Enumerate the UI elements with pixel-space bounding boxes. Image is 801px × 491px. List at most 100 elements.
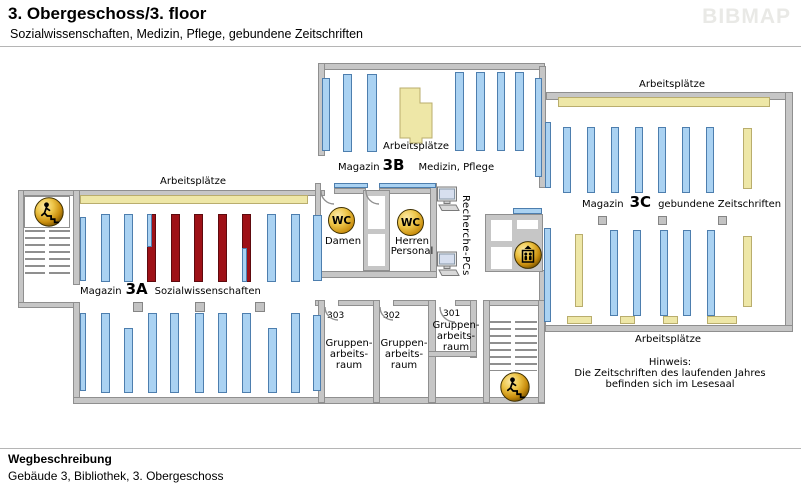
bookshelf <box>242 313 251 393</box>
bookshelf <box>195 313 204 393</box>
room-number-302: 302 <box>383 311 401 321</box>
wall <box>545 325 793 332</box>
hinweis-line: Die Zeitschriften des laufenden Jahres <box>574 368 766 379</box>
area-name-3b: Medizin, Pflege <box>418 162 495 173</box>
area-code-3c: 3C <box>629 193 652 211</box>
bookshelf <box>683 230 691 316</box>
pillar <box>195 302 205 312</box>
wall <box>785 92 793 332</box>
pillar <box>255 302 265 312</box>
bookshelf <box>101 214 110 282</box>
bookshelf <box>242 248 247 282</box>
bookshelf <box>706 127 714 193</box>
wc-herren-label: Herren <box>395 236 429 247</box>
header-divider <box>0 46 801 47</box>
bookshelf <box>379 183 436 188</box>
pillar <box>598 216 607 225</box>
arbeitsplaetze-label-3b: Arbeitsplätze <box>383 141 449 152</box>
magazin-label: Magazin <box>338 162 380 173</box>
footer-divider <box>0 448 801 449</box>
room-name-302: Gruppen- arbeits- raum <box>378 338 430 371</box>
stair-treads <box>49 230 70 279</box>
area-name-3c: gebundene Zeitschriften <box>658 199 782 210</box>
bookshelf <box>313 215 322 281</box>
bibmap-logo: BIBMAP <box>702 5 791 28</box>
elevator-shaft <box>491 247 512 269</box>
wall <box>73 397 545 404</box>
room-number-301: 301 <box>443 309 461 319</box>
computer-icon <box>437 251 460 276</box>
wall <box>18 302 80 308</box>
room-name-line: Gruppen- <box>380 338 428 349</box>
desk-shelf <box>743 236 752 307</box>
room-name-line: Gruppen- <box>432 320 480 331</box>
bookshelf <box>267 214 276 282</box>
bookshelf <box>322 78 330 151</box>
elevator-icon <box>514 241 542 269</box>
recherche-pcs-label: Recherche-PCs <box>460 195 471 276</box>
bookshelf <box>124 214 133 282</box>
desk-shelf <box>575 234 583 307</box>
closet-shelf <box>368 196 385 229</box>
wall <box>373 300 380 403</box>
hinweis-note: Hinweis: Die Zeitschriften des laufenden… <box>570 357 770 390</box>
area-name-3a: Sozialwissenschaften <box>154 286 261 297</box>
bookshelf <box>101 313 110 393</box>
bookshelf-highlighted <box>194 214 203 282</box>
bookshelf <box>563 127 571 193</box>
area-label-3b: Magazin 3B Medizin, Pflege <box>338 156 495 174</box>
desk <box>620 316 635 324</box>
bookshelf <box>343 74 352 152</box>
wc-personal-label: Personal <box>390 246 434 257</box>
pillar <box>658 216 667 225</box>
bookshelf <box>658 127 666 193</box>
bookshelf <box>611 127 619 193</box>
room-name-line: arbeits- <box>384 349 424 360</box>
room-name-303: Gruppen- arbeits- raum <box>323 338 375 371</box>
stair-treads <box>25 230 45 279</box>
page-subtitle: Sozialwissenschaften, Medizin, Pflege, g… <box>10 27 363 41</box>
bookshelf <box>455 72 464 151</box>
desk-polygon <box>399 87 433 144</box>
bookshelf <box>660 230 668 316</box>
bookshelf <box>587 127 595 193</box>
desk <box>663 316 678 324</box>
bookshelf-highlighted <box>171 214 180 282</box>
closet-shelf <box>368 234 385 266</box>
bookshelf <box>707 230 715 316</box>
room-name-line: Gruppen- <box>325 338 373 349</box>
footer-location: Gebäude 3, Bibliothek, 3. Obergeschoss <box>8 469 224 483</box>
arbeitsplaetze-label-3c-bottom: Arbeitsplätze <box>635 334 701 345</box>
desk-shelf <box>743 128 752 189</box>
bookshelf <box>515 72 524 151</box>
room-name-line: arbeits- <box>329 349 369 360</box>
desk-row <box>80 195 308 204</box>
stairs-icon <box>34 197 64 227</box>
magazin-label: Magazin <box>80 286 122 297</box>
wall <box>483 300 490 403</box>
bookshelf <box>367 74 377 152</box>
hinweis-line: befinden sich im Lesesaal <box>605 379 735 390</box>
room-name-line: arbeits- <box>436 331 476 342</box>
stairs-icon <box>500 372 530 402</box>
bookshelf <box>544 228 551 322</box>
arbeitsplaetze-label-3c-top: Arbeitsplätze <box>639 79 705 90</box>
bookshelf <box>313 315 321 391</box>
desk <box>707 316 737 324</box>
bookshelf <box>610 230 618 316</box>
wc-icon: WC <box>397 209 424 236</box>
bookshelf-highlighted <box>218 214 227 282</box>
bookshelf <box>291 214 300 282</box>
room-name-line: raum <box>442 342 470 353</box>
area-code-3b: 3B <box>382 156 405 174</box>
wc-damen-label: Damen <box>324 236 362 247</box>
desk <box>567 316 592 324</box>
stair-treads <box>490 321 511 371</box>
computer-icon <box>437 186 460 211</box>
pillar <box>718 216 727 225</box>
bookshelf <box>476 72 485 151</box>
area-label-3a: Magazin 3A Sozialwissenschaften <box>80 282 261 298</box>
elevator-shaft <box>517 220 538 229</box>
wall <box>315 271 437 278</box>
wall <box>73 302 80 403</box>
